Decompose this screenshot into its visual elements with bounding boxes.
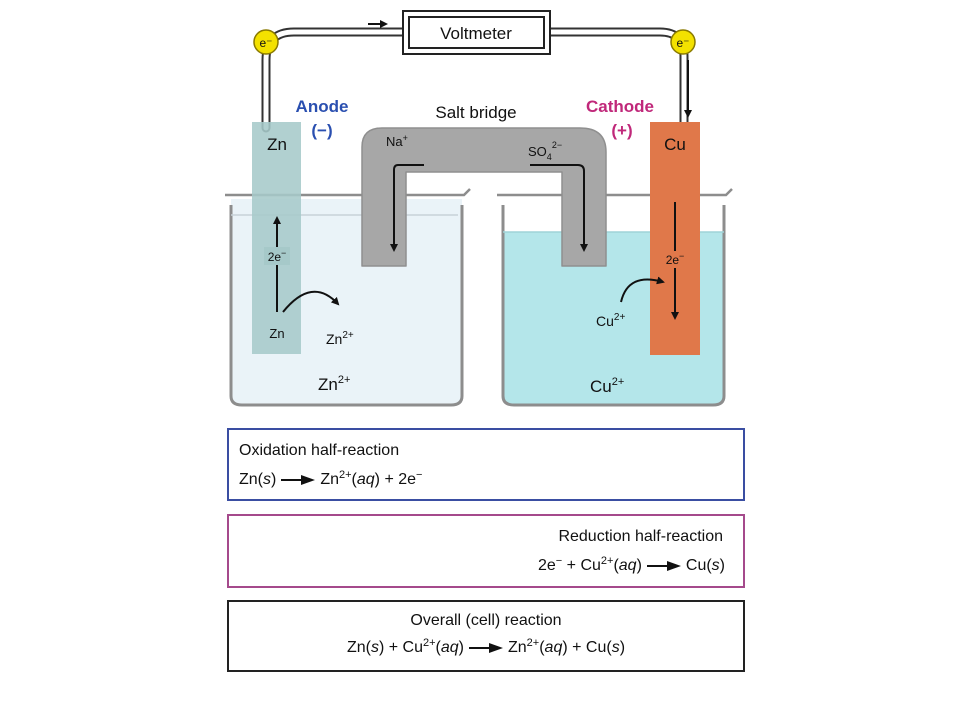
right-solution-label: Cu2+ [590,376,624,396]
reduction-half-reaction-box: Reduction half-reaction 2e− + Cu2+(aq)Cu… [227,514,745,588]
zinc-electrode-label: Zn [267,135,287,154]
reduction-title: Reduction half-reaction [558,528,723,545]
anode-label: Anode [296,97,349,116]
overall-equation: Zn(s) + Cu2+(aq)Zn2+(aq) + Cu(s) [346,637,626,657]
voltmeter: Voltmeter [402,10,551,55]
copper-electrode-label: Cu [664,135,686,154]
voltmeter-label: Voltmeter [440,24,512,43]
left-solution-label: Zn2+ [318,374,350,394]
zinc-ion-label: Zn2+ [326,330,354,347]
oxidation-half-reaction-box: Oxidation half-reaction Zn(s)Zn2+(aq) + … [227,428,745,501]
oxidation-equation: Zn(s)Zn2+(aq) + 2e− [239,469,423,489]
reduction-equation: 2e− + Cu2+(aq)Cu(s) [537,555,725,575]
cathode-sign: (+) [611,121,632,140]
anode-sign: (−) [311,121,332,140]
salt-bridge [361,127,607,267]
reduction-curve-arrow [620,276,665,303]
sulfate-ion-label: SO42− [528,140,562,162]
salt-bridge-label: Salt bridge [435,103,516,122]
copper-ion-label: Cu2+ [596,312,625,329]
reaction-arrow-icon [469,642,503,653]
electron-icon: e⁻ [670,29,696,55]
na-ion-label: Na+ [386,133,408,149]
zinc-atom-label: Zn [269,326,284,341]
electron-icon: e⁻ [253,29,279,55]
cathode-label: Cathode [586,97,654,116]
reaction-arrow-icon [646,560,681,571]
cation-flow-arrow [390,164,424,252]
overall-reaction-box: Overall (cell) reaction Zn(s) + Cu2+(aq)… [227,600,745,672]
svg-text:e⁻: e⁻ [259,36,272,50]
overall-title: Overall (cell) reaction [410,612,562,629]
anion-flow-arrow [530,164,588,252]
oxidation-curve-arrow [282,290,340,313]
oxidation-title: Oxidation half-reaction [239,442,400,459]
reaction-arrow-icon [281,474,316,485]
electron-flow-left: 2e− [268,248,287,264]
electron-flow-right: 2e− [666,251,685,267]
svg-text:e⁻: e⁻ [676,36,689,50]
